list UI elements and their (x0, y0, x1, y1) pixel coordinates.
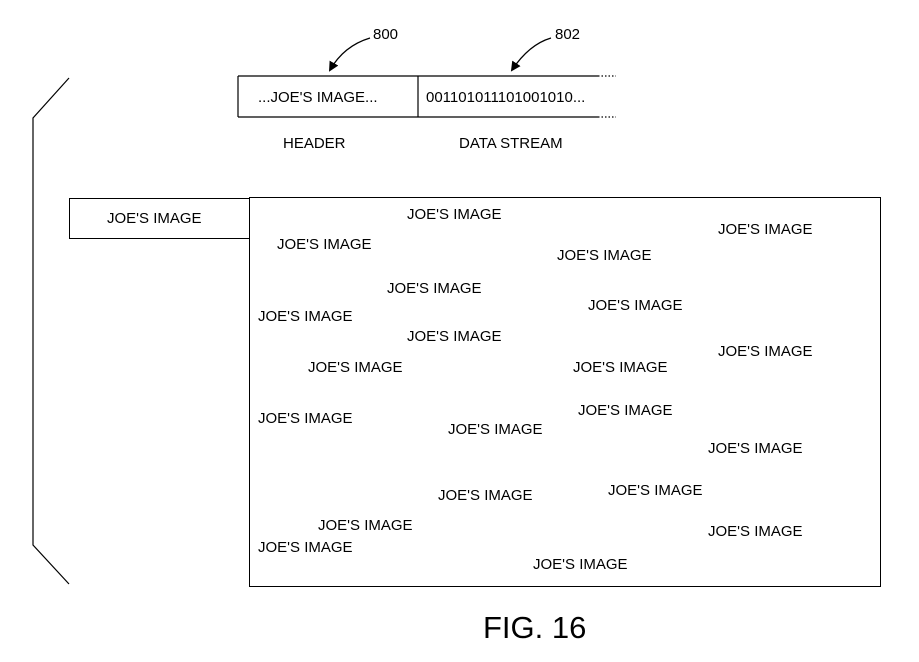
watermark-text: JOE'S IMAGE (407, 328, 502, 345)
watermark-text: JOE'S IMAGE (588, 297, 683, 314)
figure-caption: FIG. 16 (483, 610, 587, 645)
stream-cell-text: 001101011101001010... (426, 89, 586, 106)
leader-arrow-800 (329, 37, 371, 72)
watermark-text: JOE'S IMAGE (318, 517, 413, 534)
ref-numeral-802: 802 (555, 26, 581, 43)
watermark-text: JOE'S IMAGE (438, 487, 533, 504)
watermark-text: JOE'S IMAGE (258, 410, 353, 427)
watermark-text: JOE'S IMAGE (387, 280, 482, 297)
watermark-text: JOE'S IMAGE (578, 402, 673, 419)
watermark-text: JOE'S IMAGE (448, 421, 543, 438)
watermark-text: JOE'S IMAGE (708, 523, 803, 540)
watermark-text: JOE'S IMAGE (718, 343, 813, 360)
ref-numeral-800: 800 (373, 26, 399, 43)
stream-label: DATA STREAM (459, 135, 563, 152)
watermark-text: JOE'S IMAGE (277, 236, 372, 253)
leader-arrow-802 (510, 37, 552, 72)
left-bracket (32, 77, 70, 585)
watermark-text: JOE'S IMAGE (557, 247, 652, 264)
watermark-text: JOE'S IMAGE (573, 359, 668, 376)
watermark-text: JOE'S IMAGE (708, 440, 803, 457)
watermark-text: JOE'S IMAGE (407, 206, 502, 223)
watermark-text: JOE'S IMAGE (258, 308, 353, 325)
header-cell-text: ...JOE'S IMAGE... (258, 89, 378, 106)
watermark-text: JOE'S IMAGE (608, 482, 703, 499)
watermark-text: JOE'S IMAGE (533, 556, 628, 573)
image-tag-box: JOE'S IMAGE (69, 198, 250, 239)
watermark-text: JOE'S IMAGE (718, 221, 813, 238)
image-tag-label: JOE'S IMAGE (107, 210, 202, 227)
watermark-text: JOE'S IMAGE (258, 539, 353, 556)
header-label: HEADER (283, 135, 346, 152)
watermark-text: JOE'S IMAGE (308, 359, 403, 376)
image-area (249, 197, 881, 587)
